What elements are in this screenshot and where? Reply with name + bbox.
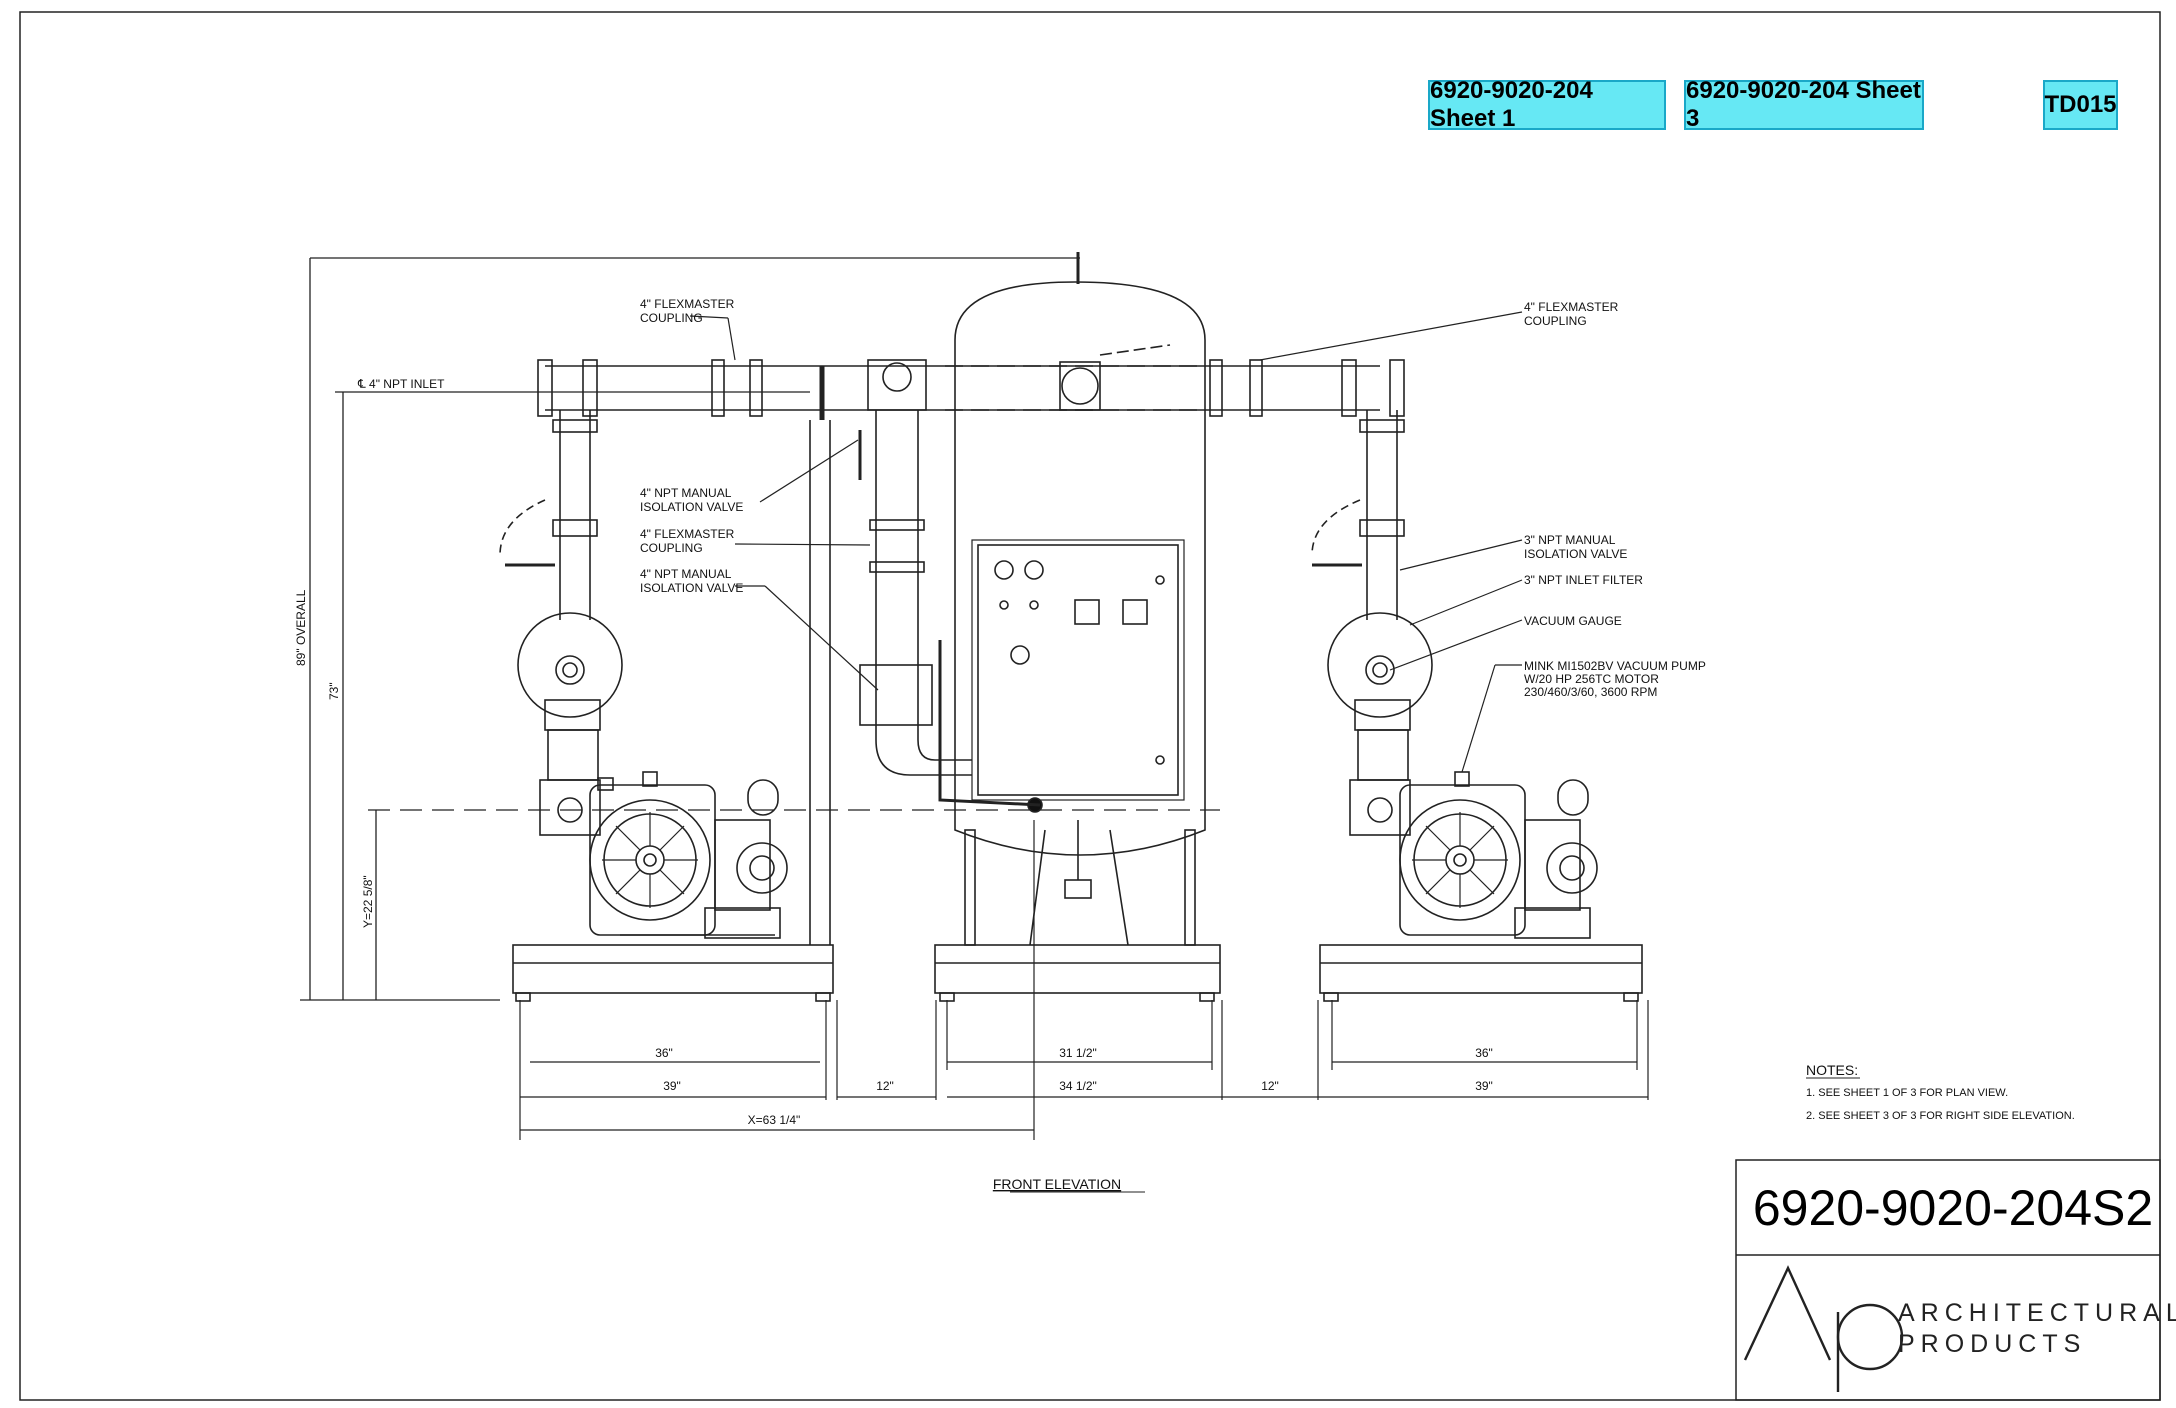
- dim-36-right: 36": [1475, 1046, 1493, 1060]
- dim-overall: 89" OVERALL: [294, 589, 308, 666]
- sheet-1-link-button[interactable]: 6920-9020-204 Sheet 1: [1428, 77, 1666, 132]
- left-skid-frame: [512, 420, 834, 1002]
- label-isolation-valve-2: 4" NPT MANUAL ISOLATION VALVE: [640, 567, 743, 595]
- label-line: 3" NPT MANUAL: [1524, 533, 1616, 547]
- center-riser: [858, 359, 1041, 807]
- label-line: 4" FLEXMASTER: [640, 297, 735, 311]
- label-line: 4" FLEXMASTER: [640, 527, 735, 541]
- dim-73: 73": [327, 682, 341, 700]
- right-skid-frame: [1319, 944, 1643, 1002]
- label-vacuum-gauge: VACUUM GAUGE: [1524, 614, 1622, 628]
- right-pump-assembly: [1311, 410, 1598, 939]
- label-flexmaster-right: 4" FLEXMASTER COUPLING: [1524, 300, 1622, 328]
- notes-heading: NOTES:: [1806, 1062, 1858, 1078]
- label-vacuum-pump: MINK MI1502BV VACUUM PUMP W/20 HP 256TC …: [1524, 659, 1709, 699]
- label-flexmaster-mid: 4" FLEXMASTER COUPLING: [640, 527, 738, 555]
- label-isolation-valve-1: 4" NPT MANUAL ISOLATION VALVE: [640, 486, 743, 514]
- label-line: ISOLATION VALVE: [640, 500, 743, 514]
- label-inlet-filter: 3" NPT INLET FILTER: [1524, 573, 1643, 587]
- note-item: 1. SEE SHEET 1 OF 3 FOR PLAN VIEW.: [1806, 1087, 2008, 1099]
- dim-34-half: 34 1/2": [1059, 1079, 1097, 1093]
- center-skid-frame: [934, 944, 1221, 1002]
- receiver-tank: [954, 252, 1206, 946]
- label-line: ISOLATION VALVE: [640, 581, 743, 595]
- overall-dimension: [300, 257, 1220, 1001]
- dim-36-left: 36": [655, 1046, 673, 1060]
- label-line: 4" FLEXMASTER: [1524, 300, 1619, 314]
- header-pipe: [537, 359, 1405, 420]
- company-name: ARCHITECTURAL PRODUCTS: [1898, 1298, 2176, 1360]
- ap-logo: [1743, 1265, 1904, 1392]
- label-line: W/20 HP 256TC MOTOR: [1524, 672, 1659, 686]
- left-pump-assembly: [499, 410, 788, 939]
- leader-lines: [689, 311, 1523, 773]
- note-item: 2. SEE SHEET 3 OF 3 FOR RIGHT SIDE ELEVA…: [1806, 1110, 2075, 1122]
- company-line-2: PRODUCTS: [1898, 1330, 2087, 1358]
- sheet-3-link-button[interactable]: 6920-9020-204 Sheet 3: [1684, 77, 1924, 132]
- label-line: 4" NPT MANUAL: [640, 486, 732, 500]
- control-panel: [977, 544, 1179, 796]
- label-line: MINK MI1502BV VACUUM PUMP: [1524, 659, 1706, 673]
- label-line: COUPLING: [640, 541, 703, 555]
- dim-y: Y=22 5/8": [361, 875, 375, 928]
- dim-x: X=63 1/4": [748, 1113, 801, 1127]
- label-line: COUPLING: [1524, 314, 1587, 328]
- bottom-dimensions: [519, 820, 1649, 1140]
- sheet-border: [19, 11, 2161, 1401]
- label-line: COUPLING: [640, 311, 703, 325]
- label-flexmaster-left: 4" FLEXMASTER COUPLING: [640, 297, 738, 325]
- title-block: [1735, 1159, 2161, 1401]
- dim-12-left: 12": [876, 1079, 894, 1093]
- view-title: FRONT ELEVATION: [993, 1176, 1121, 1192]
- dim-31-half: 31 1/2": [1059, 1046, 1097, 1060]
- label-line: 4" NPT MANUAL: [640, 567, 732, 581]
- company-line-1: ARCHITECTURAL: [1898, 1299, 2176, 1327]
- label-line: ISOLATION VALVE: [1524, 547, 1627, 561]
- td-link-button[interactable]: TD015: [2043, 80, 2118, 130]
- label-line: 230/460/3/60, 3600 RPM: [1524, 685, 1657, 699]
- label-isolation-valve-3: 3" NPT MANUAL ISOLATION VALVE: [1524, 533, 1627, 561]
- dim-39-left: 39": [663, 1079, 681, 1093]
- dim-12-right: 12": [1261, 1079, 1279, 1093]
- dim-39-right: 39": [1475, 1079, 1493, 1093]
- drawing-number: 6920-9020-204S2: [1752, 1179, 2154, 1236]
- label-npt-inlet: ℄ 4" NPT INLET: [357, 377, 445, 391]
